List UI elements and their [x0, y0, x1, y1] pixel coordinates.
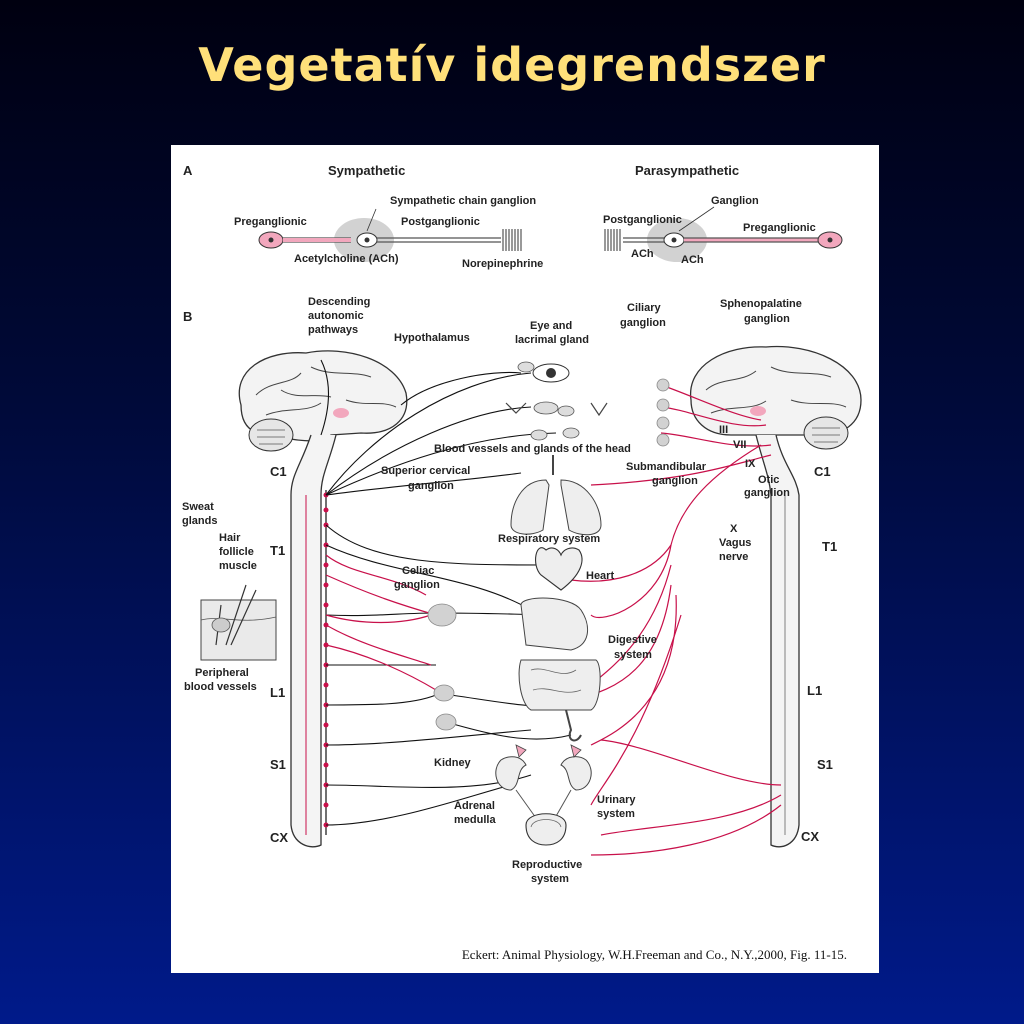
- label-descending-2: autonomic: [308, 310, 364, 322]
- panel-b-letter: B: [183, 309, 192, 324]
- label-submandibular-2: ganglion: [652, 475, 698, 487]
- label-submandibular-1: Submandibular: [626, 461, 707, 473]
- label-blood-vessels-head: Blood vessels and glands of the head: [434, 443, 631, 455]
- label-para-preganglionic: Preganglionic: [743, 222, 816, 234]
- label-celiac-2: ganglion: [394, 579, 440, 591]
- right-brain-illustration: [690, 345, 862, 450]
- label-adrenal-1: Adrenal: [454, 800, 495, 812]
- label-respiratory: Respiratory system: [498, 533, 600, 545]
- label-ciliary-2: ganglion: [620, 317, 666, 329]
- label-heart: Heart: [586, 570, 614, 582]
- ganglia: [427, 378, 670, 731]
- bladder-illustration: [525, 813, 567, 846]
- sympathetic-neuron-pair: [258, 208, 522, 262]
- left-brain-illustration: [238, 350, 408, 452]
- label-peripheral-2: blood vessels: [184, 681, 257, 693]
- label-left-cx: CX: [270, 830, 288, 845]
- label-sweat-1: Sweat: [182, 501, 214, 513]
- label-eye-1: Eye and: [530, 320, 572, 332]
- label-spheno-1: Sphenopalatine: [720, 298, 802, 310]
- label-digestive-1: Digestive: [608, 634, 657, 646]
- digestive-illustration: [518, 597, 601, 742]
- sympathetic-fibers: [320, 359, 572, 826]
- label-kidney: Kidney: [434, 757, 472, 769]
- label-left-s1: S1: [270, 757, 286, 772]
- label-sympathetic-chain-ganglion: Sympathetic chain ganglion: [390, 195, 536, 207]
- sympathetic-heading: Sympathetic: [328, 163, 405, 178]
- label-urinary-1: Urinary: [597, 794, 636, 806]
- label-descending-1: Descending: [308, 296, 370, 308]
- label-reproductive-2: system: [531, 873, 569, 885]
- label-descending-3: pathways: [308, 324, 358, 336]
- left-spinal-cord: [290, 434, 337, 848]
- autonomic-nervous-system-diagram: A Sympathetic Parasympathetic Sympatheti…: [182, 163, 862, 885]
- label-peripheral-1: Peripheral: [195, 667, 249, 679]
- diagram-panel: A Sympathetic Parasympathetic Sympatheti…: [171, 145, 879, 973]
- lungs-illustration: [510, 455, 602, 536]
- label-vagus-3: nerve: [719, 551, 748, 563]
- label-para-ganglion: Ganglion: [711, 195, 759, 207]
- label-adrenal-2: medulla: [454, 814, 496, 826]
- label-eye-2: lacrimal gland: [515, 334, 589, 346]
- label-otic-1: Otic: [758, 474, 779, 486]
- right-spinal-cord: [755, 434, 800, 848]
- label-right-s1: S1: [817, 757, 833, 772]
- label-cn-ix: IX: [745, 458, 756, 470]
- label-ciliary-1: Ciliary: [627, 302, 662, 314]
- label-symp-postganglionic: Postganglionic: [401, 216, 480, 228]
- label-left-t1: T1: [270, 543, 285, 558]
- label-urinary-2: system: [597, 808, 635, 820]
- label-hypothalamus: Hypothalamus: [394, 332, 470, 344]
- label-hair-1: Hair: [219, 532, 241, 544]
- parasympathetic-heading: Parasympathetic: [635, 163, 739, 178]
- slide-title: Vegetatív idegrendszer: [198, 38, 826, 92]
- label-right-t1: T1: [822, 539, 837, 554]
- label-spheno-2: ganglion: [744, 313, 790, 325]
- label-cn-vii: VII: [733, 439, 746, 451]
- label-hair-2: follicle: [219, 546, 254, 558]
- label-para-ach-2: ACh: [681, 254, 704, 266]
- label-para-ach-1: ACh: [631, 248, 654, 260]
- heart-illustration: [535, 547, 583, 591]
- panel-a-letter: A: [183, 163, 193, 178]
- sympathetic-chain: [323, 490, 329, 835]
- label-symp-preganglionic: Preganglionic: [234, 216, 307, 228]
- label-right-c1: C1: [814, 464, 831, 479]
- label-celiac-1: Celiac: [402, 565, 434, 577]
- label-sweat-2: glands: [182, 515, 217, 527]
- label-reproductive-1: Reproductive: [512, 859, 582, 871]
- label-digestive-2: system: [614, 649, 652, 661]
- label-otic-2: ganglion: [744, 487, 790, 499]
- parasympathetic-neuron-pair: [604, 206, 843, 262]
- label-norepinephrine: Norepinephrine: [462, 258, 543, 270]
- label-para-postganglionic: Postganglionic: [603, 214, 682, 226]
- label-cn-iii: III: [719, 424, 728, 436]
- label-vagus-2: Vagus: [719, 537, 751, 549]
- label-superior-cervical-1: Superior cervical: [381, 465, 470, 477]
- skin-section-illustration: [200, 584, 277, 661]
- label-vagus-1: X: [730, 523, 738, 535]
- figure-caption: Eckert: Animal Physiology, W.H.Freeman a…: [461, 947, 847, 962]
- eye-illustration: [517, 361, 570, 383]
- label-right-l1: L1: [807, 683, 822, 698]
- parasympathetic-fibers: [325, 384, 782, 856]
- label-hair-3: muscle: [219, 560, 257, 572]
- label-right-cx: CX: [801, 829, 819, 844]
- label-superior-cervical-2: ganglion: [408, 480, 454, 492]
- kidney-illustration: [495, 744, 592, 826]
- label-left-c1: C1: [270, 464, 287, 479]
- label-acetylcholine: Acetylcholine (ACh): [294, 253, 399, 265]
- head-glands-illustration: [505, 401, 608, 441]
- label-left-l1: L1: [270, 685, 285, 700]
